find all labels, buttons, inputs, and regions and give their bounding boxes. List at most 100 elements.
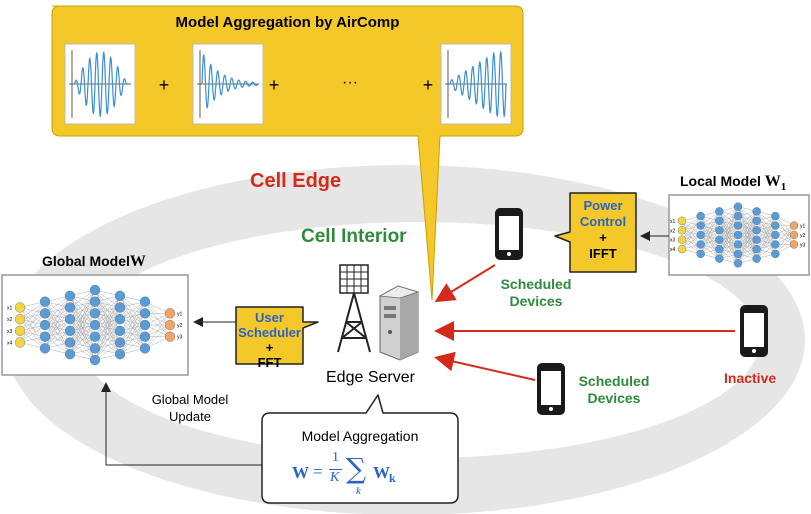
nn-node — [89, 319, 101, 331]
cell-edge-label: Cell Edge — [250, 170, 342, 192]
nn-node — [752, 216, 761, 226]
nn-node — [114, 290, 126, 301]
nn-node — [696, 230, 705, 240]
nn-input-label: x2 — [7, 317, 13, 323]
nn-edge — [69, 324, 96, 355]
nn-node — [64, 349, 76, 360]
aggregation-formula: W = 1 K ∑ k W k — [262, 448, 458, 498]
nn-edge — [719, 234, 739, 259]
nn-node — [752, 244, 761, 254]
nn-output-label: y2 — [800, 233, 806, 239]
nn-node — [789, 230, 799, 240]
scheduled-devices-bottom-label: Scheduled Devices — [578, 373, 650, 406]
nn-node — [789, 240, 799, 249]
nn-node — [733, 211, 743, 221]
waveform-panel-3 — [440, 43, 512, 125]
waveform-panel-2 — [192, 43, 264, 125]
nn-node — [733, 240, 743, 249]
edge-server-label: Edge Server — [326, 369, 415, 386]
nn-node — [114, 325, 126, 336]
inactive-label: Inactive — [724, 370, 777, 386]
nn-edge — [119, 324, 146, 355]
nn-node — [114, 349, 126, 360]
nn-edge — [94, 330, 121, 361]
nn-output-label: y3 — [800, 242, 806, 248]
nn-edge — [737, 211, 757, 236]
nn-edge — [681, 216, 701, 250]
formula-equals: = — [313, 462, 323, 481]
nn-edge — [737, 230, 757, 264]
nn-node — [696, 211, 705, 221]
nn-edge — [775, 234, 795, 255]
nn-edge — [144, 324, 171, 349]
uplink-arrow-bottom — [434, 351, 536, 381]
nn-node — [733, 202, 743, 211]
nn-edge — [719, 206, 739, 240]
smartphone-icon — [740, 305, 768, 357]
nn-node — [14, 325, 26, 336]
nn-edge — [719, 225, 739, 259]
nn-node — [64, 325, 76, 336]
nn-node — [139, 331, 151, 342]
nn-edge — [737, 239, 757, 264]
nn-node — [752, 235, 761, 244]
nn-node — [114, 337, 126, 348]
nn-edge — [700, 211, 720, 236]
nn-edge — [144, 313, 171, 349]
aircomp-callout — [51, 5, 524, 301]
antenna-tower-icon — [337, 264, 371, 353]
nn-node — [39, 296, 51, 307]
scheduled-devices-top-label: Scheduled Devices — [500, 276, 572, 309]
nn-edge — [119, 301, 146, 331]
nn-node — [64, 290, 76, 301]
nn-edge — [756, 215, 776, 240]
formula-lhs: W — [292, 463, 309, 482]
nn-node — [677, 235, 687, 244]
nn-node — [39, 319, 51, 331]
cell-interior-region — [80, 222, 760, 458]
nn-node — [89, 343, 101, 354]
nn-output-label: y1 — [800, 224, 806, 230]
nn-edge — [44, 295, 71, 337]
nn-edge — [737, 211, 757, 245]
nn-node — [715, 226, 724, 235]
nn-node — [733, 249, 743, 259]
nn-input-label: x2 — [670, 228, 676, 234]
plus-sign-3: + — [422, 75, 434, 95]
formula-numerator: 1 — [332, 450, 339, 465]
local-model-label: Local Model W1 — [680, 173, 787, 193]
nn-node — [771, 240, 780, 249]
nn-edge — [44, 319, 71, 349]
power-control-callout — [554, 192, 637, 273]
nn-node — [89, 308, 101, 319]
nn-edge — [44, 295, 71, 326]
nn-node — [64, 337, 76, 348]
nn-node — [89, 331, 101, 342]
nn-input-label: x3 — [7, 329, 13, 335]
nn-edge — [19, 301, 46, 331]
formula-rhs-subscript: k — [389, 471, 396, 485]
nn-node — [64, 302, 76, 313]
nn-node — [696, 221, 705, 230]
waveform-panel-1 — [64, 43, 136, 125]
smartphone-icon — [495, 208, 523, 260]
nn-node — [752, 254, 761, 263]
nn-edge — [681, 215, 701, 240]
plus-sign-1: + — [158, 75, 170, 95]
nn-edge — [681, 225, 701, 250]
server-icon — [378, 285, 420, 361]
global-model-update-label: Global Model Update — [151, 392, 229, 424]
nn-node — [789, 221, 799, 230]
nn-edge — [756, 234, 776, 259]
nn-edge — [69, 313, 96, 355]
nn-output-label: y1 — [177, 311, 183, 317]
nn-edge — [756, 216, 776, 250]
aggregation-bubble — [261, 394, 459, 504]
nn-node — [164, 331, 176, 342]
nn-node — [677, 244, 687, 254]
nn-node — [715, 244, 724, 254]
